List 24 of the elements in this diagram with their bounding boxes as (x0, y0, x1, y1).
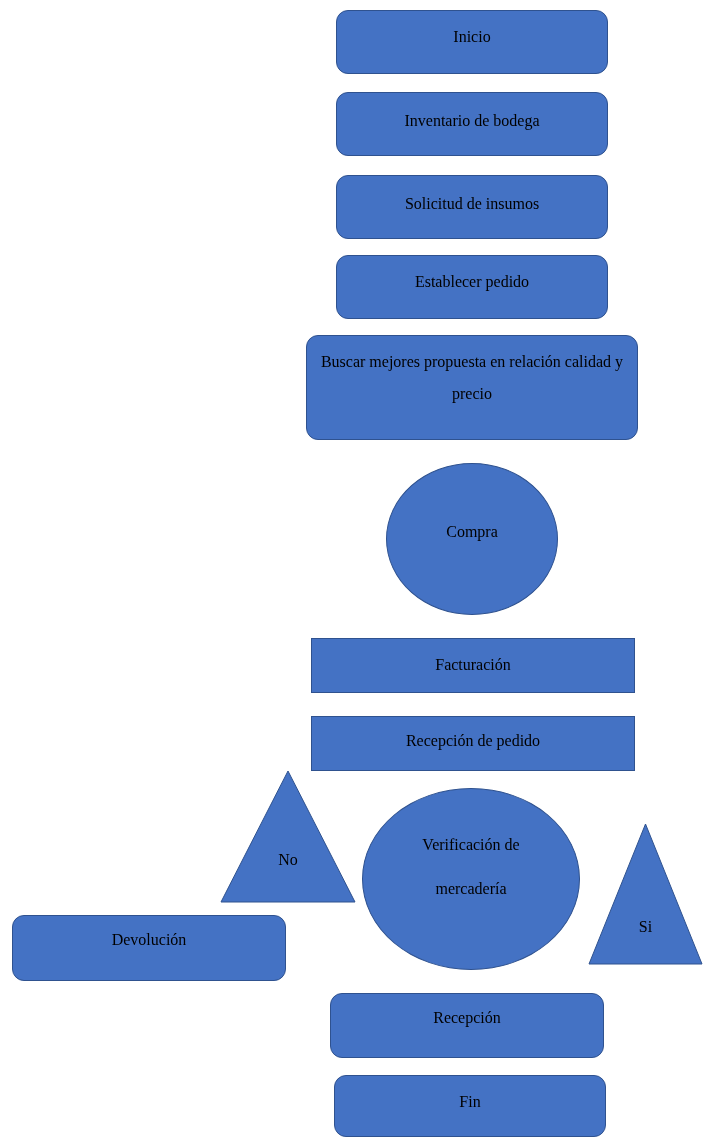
node-label: Compra (445, 522, 499, 543)
node-label: Recepción de pedido (404, 731, 542, 752)
node-label: Fin (458, 1092, 482, 1112)
node-label: Establecer pedido (413, 272, 531, 293)
process-box (330, 993, 604, 1058)
process-box (311, 716, 635, 771)
process-box (336, 175, 608, 239)
node-label: Si (637, 917, 654, 937)
node-label: No (277, 850, 299, 870)
process-box (311, 638, 635, 693)
node-label: Inicio (452, 27, 492, 47)
process-box (336, 92, 608, 156)
process-box (306, 335, 638, 440)
node-label: Recepción (432, 1008, 502, 1029)
node-label: Facturación (434, 655, 512, 675)
node-label: Buscar mejores propuesta en relación calidad y precio (319, 352, 625, 405)
process-box (336, 255, 608, 319)
process-box (336, 10, 608, 74)
node-label: Inventario de bodega (403, 111, 541, 132)
node-label: Devolución (110, 930, 188, 950)
process-box (12, 915, 286, 981)
node-label: Verificación de mercadería (421, 835, 521, 899)
node-label: Solicitud de insumos (403, 194, 541, 214)
process-box (334, 1075, 606, 1137)
